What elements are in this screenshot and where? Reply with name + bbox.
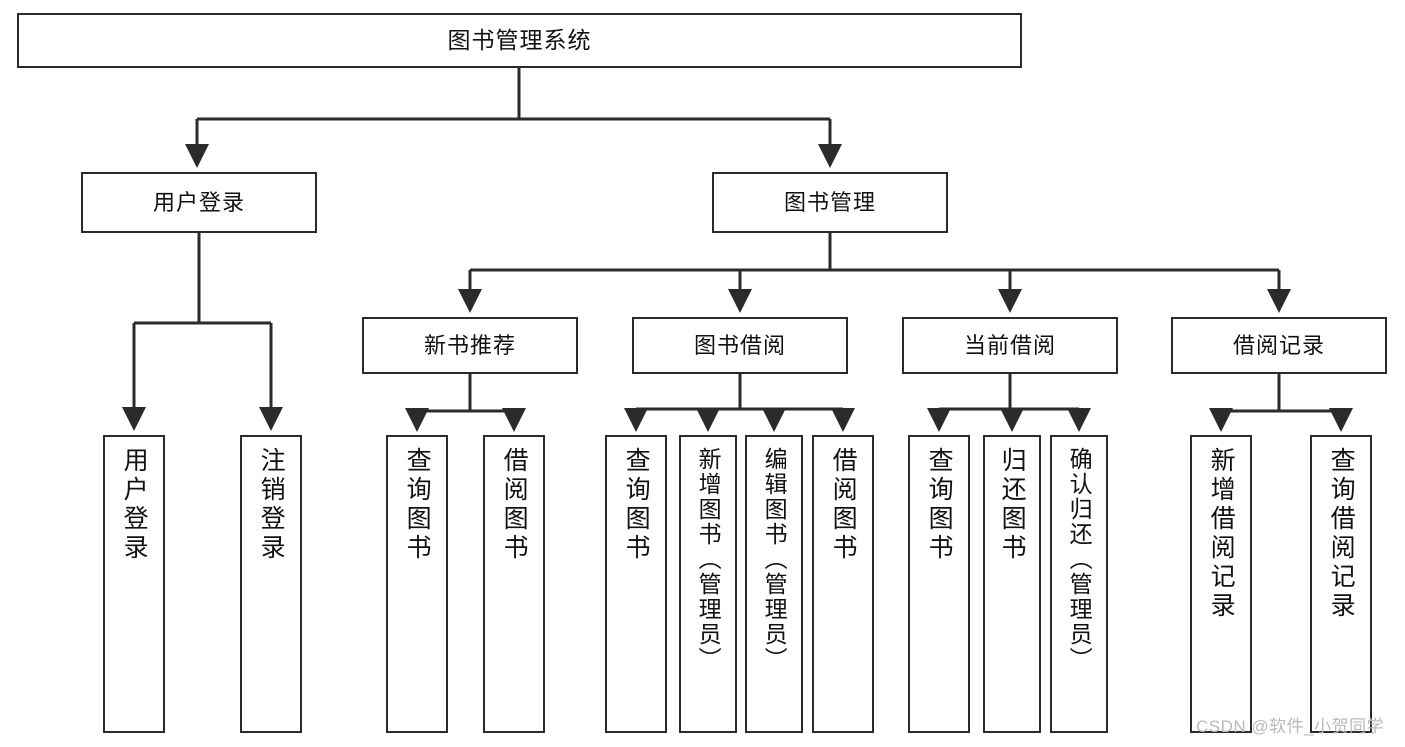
node-label: 查询图书 (403, 447, 432, 563)
leaf-borrow-book-recommend[interactable]: 借阅图书 (483, 435, 545, 733)
node-label: 查询图书 (622, 447, 651, 563)
node-label: 用户登录 (152, 189, 245, 215)
node-label: 借阅记录 (1232, 332, 1325, 358)
leaf-edit-book-admin[interactable]: 编辑图书（管理员） (745, 435, 803, 733)
node-current-borrow[interactable]: 当前借阅 (902, 317, 1118, 374)
node-label: 查询借阅记录 (1327, 447, 1356, 621)
leaf-confirm-return-admin[interactable]: 确认归还（管理员） (1050, 435, 1108, 733)
node-label: 图书管理 (783, 189, 876, 215)
node-label: 当前借阅 (963, 332, 1056, 358)
node-borrow-record[interactable]: 借阅记录 (1171, 317, 1387, 374)
node-label: 图书管理系统 (447, 26, 592, 53)
leaf-query-book-current[interactable]: 查询图书 (908, 435, 970, 733)
leaf-borrow-book[interactable]: 借阅图书 (812, 435, 874, 733)
leaf-user-login[interactable]: 用户登录 (103, 435, 165, 733)
leaf-query-borrow-record[interactable]: 查询借阅记录 (1310, 435, 1372, 733)
leaf-query-book-recommend[interactable]: 查询图书 (386, 435, 448, 733)
node-label: 新书推荐 (423, 332, 516, 358)
leaf-return-book[interactable]: 归还图书 (983, 435, 1041, 733)
node-label: 查询图书 (925, 447, 954, 563)
node-book-borrow[interactable]: 图书借阅 (632, 317, 848, 374)
node-new-book-recommend[interactable]: 新书推荐 (362, 317, 578, 374)
node-label: 确认归还（管理员） (1066, 447, 1093, 672)
node-label: 用户登录 (120, 447, 149, 563)
node-label: 借阅图书 (500, 447, 529, 563)
node-label: 借阅图书 (829, 447, 858, 563)
leaf-query-book-borrow[interactable]: 查询图书 (605, 435, 667, 733)
node-book-manage[interactable]: 图书管理 (712, 172, 948, 233)
node-label: 归还图书 (998, 447, 1027, 563)
node-label: 新增图书（管理员） (695, 447, 722, 672)
leaf-add-borrow-record[interactable]: 新增借阅记录 (1190, 435, 1252, 733)
node-label: 新增借阅记录 (1207, 447, 1236, 621)
node-label: 图书借阅 (693, 332, 786, 358)
node-root-system[interactable]: 图书管理系统 (17, 13, 1022, 68)
leaf-logout[interactable]: 注销登录 (240, 435, 302, 733)
node-user-login[interactable]: 用户登录 (81, 172, 317, 233)
leaf-add-book-admin[interactable]: 新增图书（管理员） (679, 435, 737, 733)
watermark: CSDN @软件_小贺同学 (1196, 717, 1385, 736)
node-label: 注销登录 (257, 447, 286, 563)
node-label: 编辑图书（管理员） (761, 447, 788, 672)
